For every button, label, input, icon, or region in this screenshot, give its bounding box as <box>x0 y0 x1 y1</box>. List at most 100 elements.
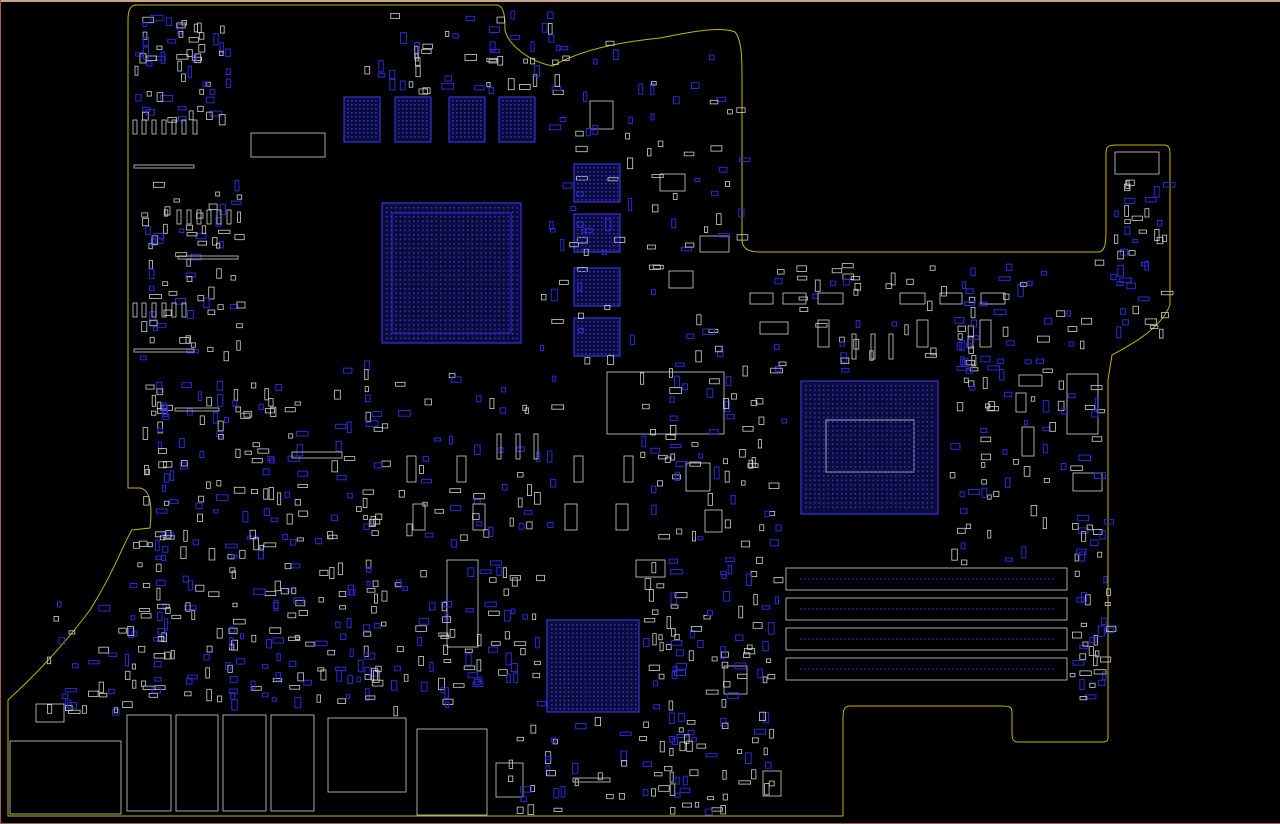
smd-component <box>234 179 240 192</box>
bga-pad <box>431 333 433 335</box>
bga-pad <box>593 708 595 710</box>
bga-pad <box>422 270 424 272</box>
smd-component <box>133 164 195 169</box>
bga-pad <box>601 271 603 273</box>
bga-pad <box>489 243 492 245</box>
smd-component <box>271 697 277 702</box>
smd-component <box>1070 465 1083 471</box>
bga-pad <box>498 310 501 313</box>
bga-pad <box>922 466 924 468</box>
smd-component <box>545 765 551 775</box>
bga-pad <box>585 199 587 201</box>
bga-pad <box>593 674 595 676</box>
bga-pad <box>449 270 451 272</box>
bga-pad <box>468 124 470 126</box>
smd-component <box>206 111 213 120</box>
bga-pad <box>872 425 875 428</box>
smd-component <box>403 674 409 682</box>
smd-component <box>1153 186 1160 198</box>
bga-pad <box>931 430 933 432</box>
bga-pad <box>622 640 624 643</box>
bga-pad <box>462 292 465 295</box>
bga-pad <box>859 488 861 491</box>
bga-pad <box>818 484 821 486</box>
smd-component <box>548 124 562 131</box>
bga-pad <box>585 245 587 247</box>
bga-pad <box>827 461 830 464</box>
bga-pad <box>904 407 906 410</box>
bga-pad <box>426 136 428 138</box>
bga-pad <box>471 324 474 326</box>
smd-component <box>228 627 238 635</box>
smd-component <box>668 558 678 564</box>
smd-component <box>640 372 645 385</box>
smd-component <box>625 132 630 140</box>
bga-pad <box>572 628 574 630</box>
bga-pad <box>435 283 438 286</box>
bga-pad <box>609 353 611 355</box>
bga-pad <box>899 488 902 491</box>
smd-component <box>704 509 723 533</box>
smd-component <box>146 61 153 67</box>
bga-pad <box>877 421 879 423</box>
smd-component <box>192 119 198 135</box>
smd-component <box>961 281 966 290</box>
bga-pad <box>398 112 400 114</box>
bga-pad <box>476 337 478 340</box>
smd-component <box>434 437 442 442</box>
bga-pad <box>471 247 474 250</box>
bga-pad <box>622 703 624 706</box>
bga-pad <box>832 439 834 441</box>
bga-pad <box>618 657 620 660</box>
bga-pad <box>506 100 508 102</box>
bga-pad <box>585 233 587 235</box>
bga-pad <box>593 225 595 227</box>
smd-component <box>840 352 848 363</box>
bga-pad <box>468 136 470 138</box>
bga-pad <box>832 488 834 491</box>
bga-pad <box>462 324 465 326</box>
bga-pad <box>476 220 478 223</box>
smd-component <box>1120 248 1128 256</box>
bga-pad <box>467 319 469 322</box>
bga-pad <box>444 238 447 241</box>
smd-component <box>671 738 678 746</box>
bga-pad <box>485 315 487 317</box>
bga-pad <box>458 220 460 223</box>
bga-pad <box>597 287 599 289</box>
smd-component <box>509 575 521 581</box>
bga-pad <box>435 288 438 290</box>
smd-component <box>225 543 238 549</box>
bga-pad <box>931 407 933 410</box>
bga-pad <box>551 649 553 651</box>
bga-pad <box>841 416 843 419</box>
bga-pad <box>859 434 861 437</box>
bga-pad <box>597 349 599 351</box>
bga-pad <box>850 398 852 401</box>
bga-pad <box>618 666 620 668</box>
bga-pad <box>859 506 861 509</box>
smd-component <box>1093 654 1098 667</box>
bga-pad <box>577 275 579 277</box>
smd-component <box>664 456 671 463</box>
smd-component <box>1150 325 1159 330</box>
bga-pad <box>581 245 583 247</box>
smd-component <box>674 792 681 798</box>
bga-pad <box>399 252 402 254</box>
bga-pad <box>413 270 415 272</box>
bga-pad <box>836 506 839 509</box>
bga-pad <box>449 274 451 277</box>
bga-pad <box>512 216 514 218</box>
bga-pad <box>464 124 466 126</box>
smd-component <box>523 58 529 64</box>
bga-pad <box>453 207 456 209</box>
bga-pad <box>618 636 620 639</box>
bga-pad <box>452 128 454 130</box>
smd-component <box>670 569 683 575</box>
smd-component <box>209 88 216 95</box>
smd-component <box>424 532 434 538</box>
bga-pad <box>485 337 487 340</box>
bga-pad <box>489 238 492 241</box>
